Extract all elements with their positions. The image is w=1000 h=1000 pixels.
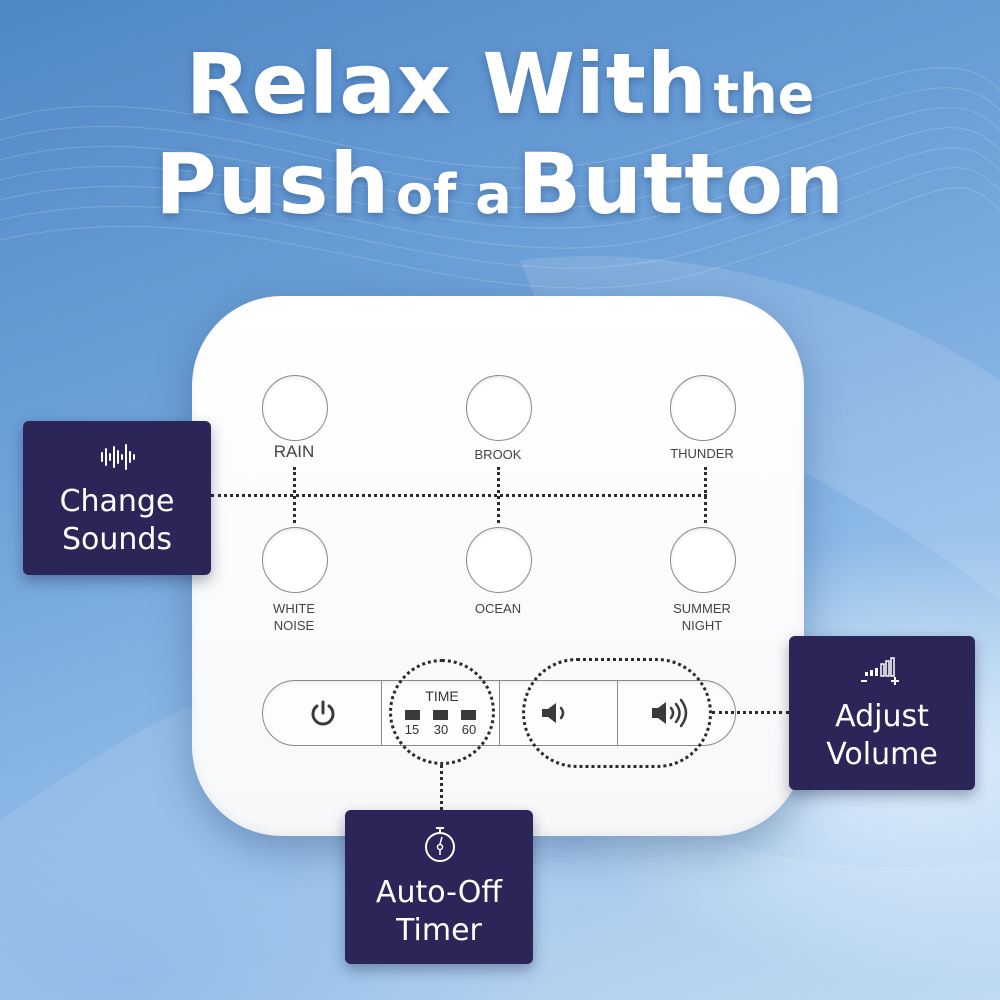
white-noise-label-line-2: NOISE <box>273 618 315 633</box>
auto-off-timer-callout: Auto-Off Timer <box>345 810 533 964</box>
volume-connector-line <box>712 711 789 714</box>
timer-connector-line <box>440 765 443 810</box>
brook-label: BROOK <box>474 447 522 462</box>
summer-night-label: SUMMER NIGHT <box>632 600 772 634</box>
headline-the: the <box>713 63 815 126</box>
summer-night-label-line-2: NIGHT <box>681 618 723 633</box>
change-sounds-callout: Change Sounds <box>23 421 211 575</box>
sounds-connector-center <box>497 467 500 523</box>
white-noise-label: WHITE NOISE <box>224 600 364 634</box>
stopwatch-icon <box>425 827 455 862</box>
change-sounds-text-2: Sounds <box>61 522 173 557</box>
change-sounds-text-1: Change <box>59 484 175 519</box>
ocean-label: OCEAN <box>474 601 522 616</box>
ocean-button[interactable] <box>466 527 532 593</box>
brook-button[interactable] <box>466 375 532 441</box>
sound-wave-icon <box>101 444 135 470</box>
adjust-volume-text-1: Adjust <box>835 699 929 734</box>
white-noise-label-line-1: WHITE <box>273 601 315 616</box>
thunder-button[interactable] <box>670 375 736 441</box>
sounds-connector-left <box>293 467 296 523</box>
summer-night-label-line-1: SUMMER <box>673 601 731 616</box>
rain-button[interactable] <box>262 375 328 441</box>
adjust-volume-callout: Adjust Volume <box>789 636 975 790</box>
control-divider <box>499 681 500 745</box>
volume-highlight-outline <box>522 658 712 768</box>
auto-off-timer-text-1: Auto-Off <box>375 875 503 910</box>
headline-line-1: Relax With the <box>0 42 1000 126</box>
summer-night-button[interactable] <box>670 527 736 593</box>
control-divider <box>381 681 382 745</box>
control-divider <box>617 681 618 745</box>
timer-highlight-outline <box>389 659 495 765</box>
headline-line-2: Push of a Button <box>0 142 1000 226</box>
headline-relax-with: Relax With <box>185 35 708 133</box>
sounds-connector-line <box>211 494 707 497</box>
headline-push: Push <box>155 135 391 233</box>
headline-button: Button <box>517 135 845 233</box>
rain-label: RAIN <box>273 442 315 461</box>
adjust-volume-text-2: Volume <box>826 737 938 772</box>
white-noise-button[interactable] <box>262 527 328 593</box>
volume-bars-icon <box>861 657 899 685</box>
headline: Relax With the Push of a Button <box>0 40 1000 226</box>
sounds-connector-right <box>704 467 707 523</box>
auto-off-timer-text-2: Timer <box>396 913 482 948</box>
headline-of-a: of a <box>395 163 512 226</box>
power-icon[interactable] <box>308 698 338 728</box>
thunder-label: THUNDER <box>670 446 734 461</box>
